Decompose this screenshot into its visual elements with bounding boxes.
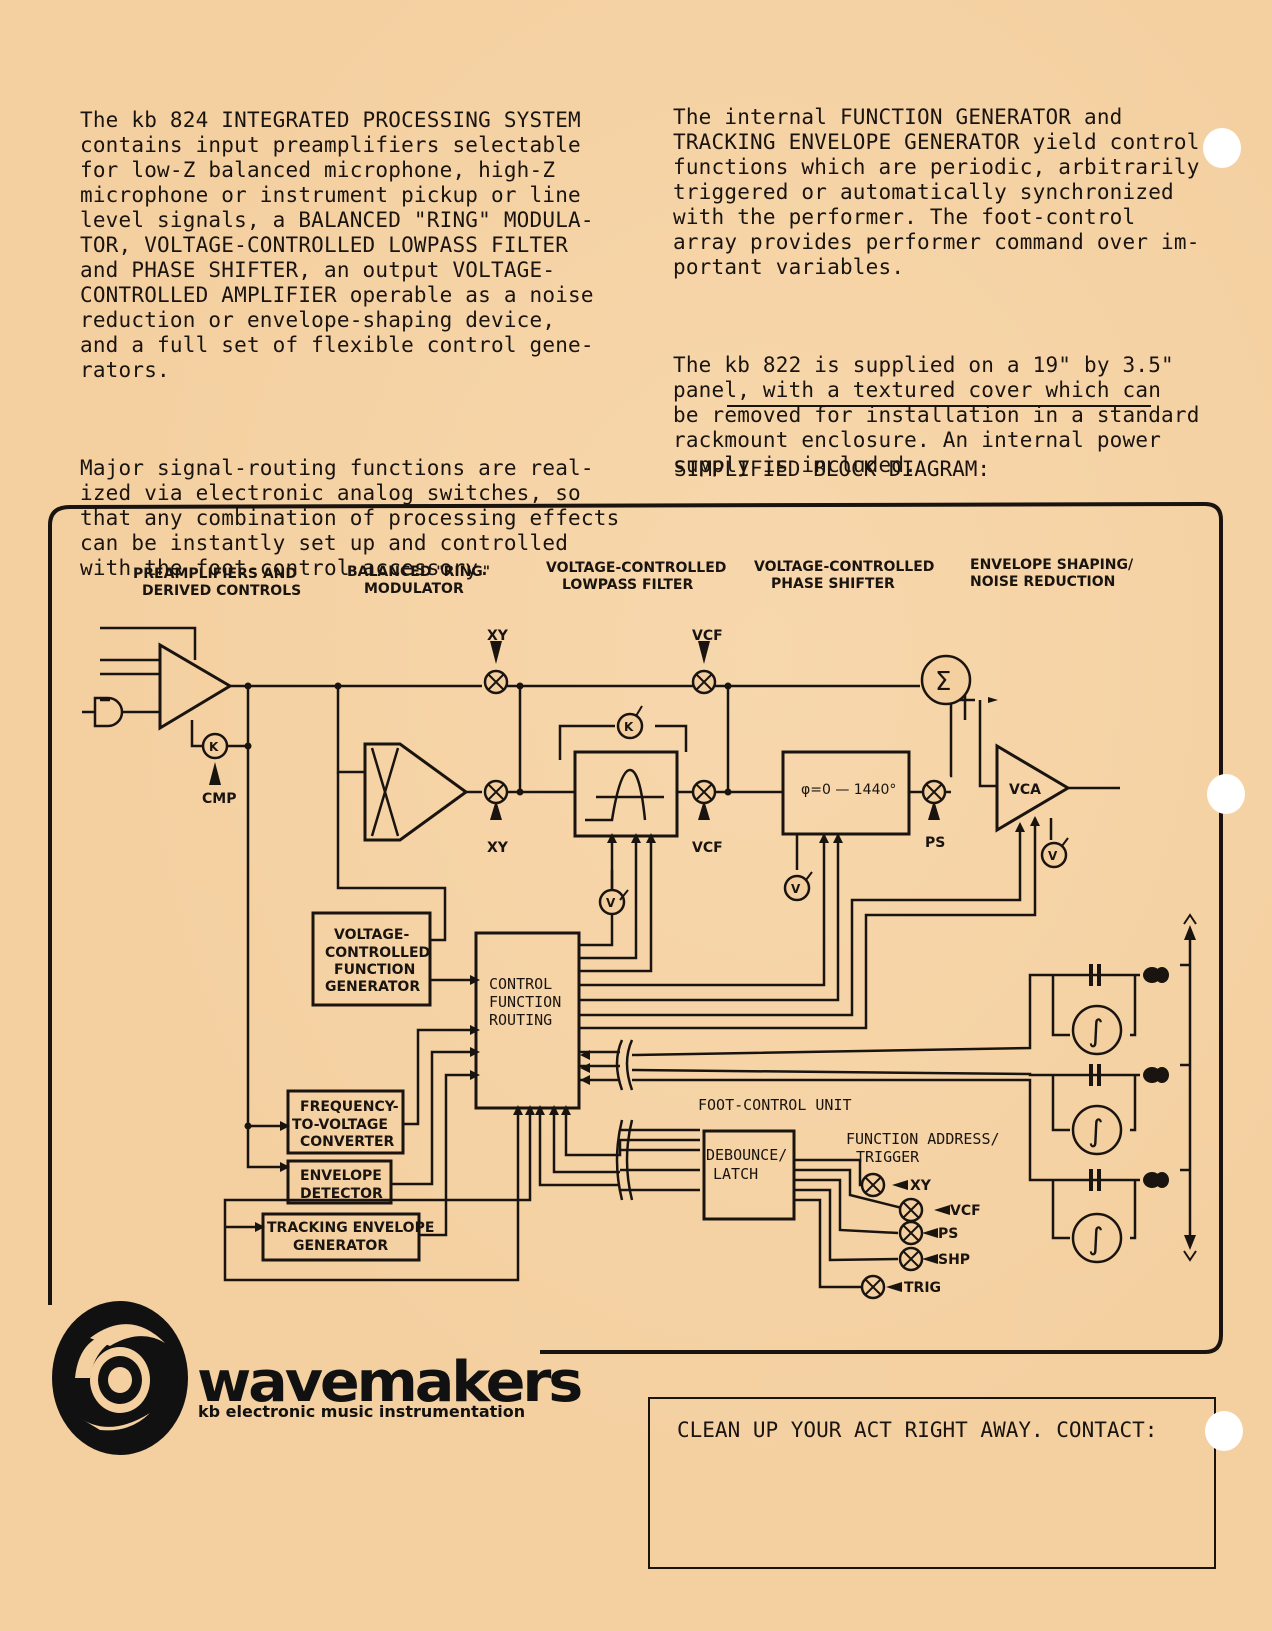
punch-hole — [1205, 1411, 1243, 1451]
envdet-line1: ENVELOPE — [300, 1168, 382, 1184]
section-preamp-line1: PREAMPLIFIERS AND — [133, 566, 297, 582]
routing-line1: CONTROL — [489, 975, 552, 993]
debounce-line1: DEBOUNCE/ — [706, 1146, 787, 1164]
brand-name: wavemakers — [197, 1350, 583, 1415]
v-knob-label-2: V — [791, 882, 801, 896]
left-text-column: The kb 824 INTEGRATED PROCESSING SYSTEM … — [80, 58, 620, 629]
routing-line3: ROUTING — [489, 1011, 552, 1029]
foot-unit-label: FOOT-CONTROL UNIT — [698, 1096, 852, 1114]
punch-hole — [1203, 128, 1241, 168]
wavemakers-logo-icon — [52, 1301, 188, 1455]
section-env-line2: NOISE REDUCTION — [970, 574, 1115, 590]
switch-vcf-bar: VCF — [692, 628, 723, 644]
fvc-line3: CONVERTER — [300, 1134, 395, 1150]
foot-output-shp: SHP — [938, 1252, 970, 1268]
vca-label: VCA — [1009, 782, 1041, 798]
debounce-line2: LATCH — [713, 1165, 758, 1183]
section-env-line1: ENVELOPE SHAPING/ — [970, 557, 1134, 573]
integrator-label-1: ∫ — [1088, 1014, 1104, 1049]
section-phase-line1: VOLTAGE-CONTROLLED — [754, 559, 934, 575]
generator-paragraph: The internal FUNCTION GENERATOR and TRAC… — [673, 105, 1200, 279]
fvc-line1: FREQUENCY- — [300, 1099, 399, 1115]
divider-rule — [727, 405, 1151, 407]
routing-block — [474, 931, 581, 1110]
switch-xy: XY — [487, 840, 509, 856]
section-ring-line2: MODULATOR — [364, 581, 464, 597]
punch-hole — [1207, 774, 1245, 814]
fvc-block — [286, 1089, 405, 1155]
foot-output-ps: PS — [938, 1226, 958, 1242]
phase-range: φ=0 — 1440° — [801, 782, 896, 798]
brand-tagline: kb electronic music instrumentation — [198, 1402, 526, 1421]
envdet-line2: DETECTOR — [300, 1186, 383, 1202]
teg-line1: TRACKING ENVELOPE — [267, 1220, 434, 1236]
sum-label: Σ — [935, 667, 951, 697]
intro-paragraph: The kb 824 INTEGRATED PROCESSING SYSTEM … — [80, 108, 594, 382]
k-knob-label-2: K — [624, 720, 634, 734]
foot-output-trig: TRIG — [904, 1280, 941, 1296]
vca-triangle — [995, 743, 1071, 833]
switch-ps: PS — [925, 835, 945, 851]
diagram-frame — [48, 501, 1223, 1354]
section-vcf-line1: VOLTAGE-CONTROLLED — [546, 560, 726, 576]
switch-xy-bar: XY — [487, 628, 509, 644]
function-address-line1: FUNCTION ADDRESS/ — [846, 1130, 1000, 1148]
foot-output-vcf: VCF — [950, 1203, 981, 1219]
section-ring-line1: BALANCED "RING" — [347, 564, 490, 580]
routing-line2: FUNCTION — [489, 993, 561, 1011]
right-text-column: The internal FUNCTION GENERATOR and TRAC… — [673, 55, 1213, 526]
routing-paragraph: Major signal-routing functions are real-… — [80, 456, 620, 580]
v-knob-label-3: V — [1048, 849, 1058, 863]
debounce-block — [702, 1129, 796, 1221]
section-vcf-line2: LOWPASS FILTER — [562, 577, 693, 593]
contact-text: CLEAN UP YOUR ACT RIGHT AWAY. CONTACT: — [677, 1418, 1158, 1442]
section-phase-line2: PHASE SHIFTER — [771, 576, 895, 592]
teg-block — [261, 1212, 421, 1262]
diagram-heading: SIMPLIFIED BLOCK DIAGRAM: — [674, 457, 991, 481]
vcfg-line1: VOLTAGE- — [334, 927, 409, 943]
integrator-label-3: ∫ — [1088, 1222, 1104, 1257]
switch-cmp: CMP — [202, 791, 236, 807]
section-preamp-line2: DERIVED CONTROLS — [142, 583, 301, 599]
vcfg-block — [311, 911, 432, 1007]
vcfg-line3: FUNCTION — [334, 962, 415, 978]
envdet-block — [286, 1159, 393, 1205]
panel-paragraph: The kb 822 is supplied on a 19" by 3.5" … — [673, 353, 1200, 477]
vcfg-line2: CONTROLLED — [325, 945, 430, 961]
fvc-line2: TO-VOLTAGE — [292, 1117, 388, 1133]
k-knob-label: K — [209, 740, 219, 754]
contact-box — [648, 1397, 1216, 1569]
ring-mod-block — [363, 742, 469, 842]
vcfg-line4: GENERATOR — [325, 979, 420, 995]
vcf-block — [573, 750, 679, 838]
integrator-label-2: ∫ — [1088, 1114, 1104, 1149]
v-knob-label: V — [606, 896, 616, 910]
foot-output-xy: XY — [910, 1178, 932, 1194]
switch-vcf: VCF — [692, 840, 723, 856]
preamp-triangle — [158, 642, 233, 731]
teg-line2: GENERATOR — [293, 1238, 388, 1254]
function-address-line2: TRIGGER — [856, 1148, 920, 1166]
